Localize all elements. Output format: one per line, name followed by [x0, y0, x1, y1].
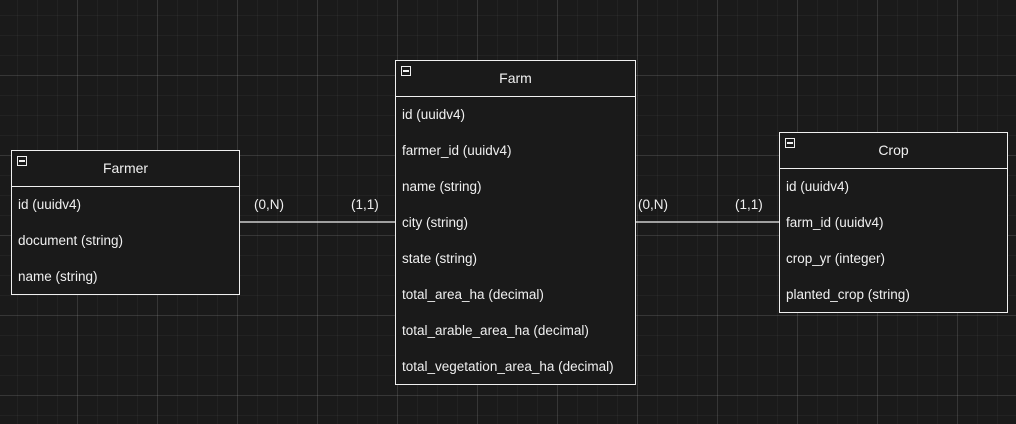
entity-farmer[interactable]: Farmer id (uuidv4) document (string) nam… — [11, 150, 240, 295]
entity-crop-title: Crop — [878, 142, 909, 158]
collapse-icon[interactable] — [17, 156, 27, 166]
cardinality-farm-side: (1,1) — [351, 197, 379, 212]
farm-field-city[interactable]: city (string) — [402, 215, 469, 230]
entity-farmer-header[interactable]: Farmer — [12, 151, 239, 187]
crop-field-crop-yr[interactable]: crop_yr (integer) — [786, 251, 886, 266]
cardinality-farmer-side: (0,N) — [254, 197, 284, 212]
cardinality-crop-side: (1,1) — [735, 197, 763, 212]
crop-field-farm-id[interactable]: farm_id (uuidv4) — [786, 215, 884, 230]
cardinality-farm-side: (0,N) — [638, 197, 668, 212]
farm-field-state[interactable]: state (string) — [402, 251, 478, 266]
farm-field-farmer-id[interactable]: farmer_id (uuidv4) — [402, 143, 512, 158]
collapse-icon[interactable] — [785, 138, 795, 148]
farmer-field-name[interactable]: name (string) — [18, 269, 98, 284]
entity-farm[interactable]: Farm id (uuidv4) farmer_id (uuidv4) name… — [395, 60, 636, 385]
entity-farm-header[interactable]: Farm — [396, 61, 635, 97]
crop-field-planted-crop[interactable]: planted_crop (string) — [786, 287, 910, 302]
farm-field-total-arable-area-ha[interactable]: total_arable_area_ha (decimal) — [402, 323, 589, 338]
entity-crop-header[interactable]: Crop — [780, 133, 1007, 169]
farmer-field-document[interactable]: document (string) — [18, 233, 124, 248]
entity-farmer-title: Farmer — [102, 160, 149, 176]
entity-farm-title: Farm — [499, 70, 532, 86]
farm-field-total-area-ha[interactable]: total_area_ha (decimal) — [402, 287, 544, 302]
farm-field-id[interactable]: id (uuidv4) — [402, 107, 466, 122]
farm-field-name[interactable]: name (string) — [402, 179, 482, 194]
farmer-field-id[interactable]: id (uuidv4) — [18, 197, 82, 212]
collapse-icon[interactable] — [401, 66, 411, 76]
farm-field-total-vegetation-area-ha[interactable]: total_vegetation_area_ha (decimal) — [402, 359, 614, 374]
crop-field-id[interactable]: id (uuidv4) — [786, 179, 850, 194]
entity-crop[interactable]: Crop id (uuidv4) farm_id (uuidv4) crop_y… — [779, 132, 1008, 313]
